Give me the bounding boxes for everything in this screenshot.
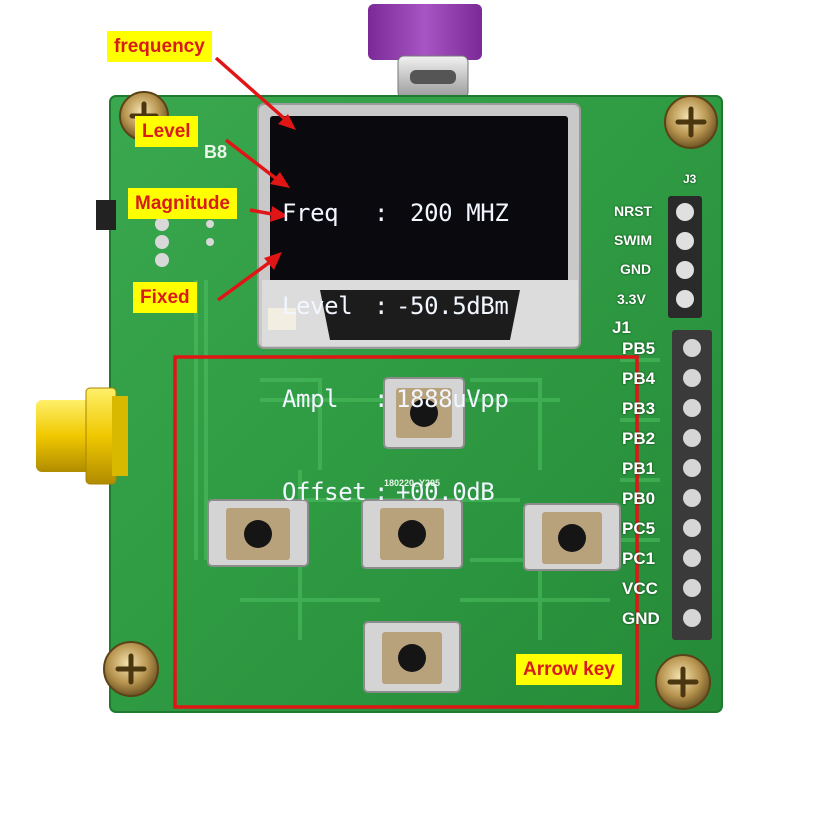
arrow-key-frame [173,355,639,709]
oled-separator: : [374,478,389,506]
oled-separator: : [374,385,389,413]
pin-label-3v3: 3.3V [617,291,646,307]
pin-label-pb0: PB0 [622,489,656,508]
button-center[interactable] [361,499,463,569]
pin-label-pb4: PB4 [622,369,656,388]
sma-connector [36,387,128,485]
j3-label: J3 [683,172,697,186]
arrow-magnitude [249,206,288,222]
pin-label-pb3: PB3 [622,399,656,418]
pin-label-pb5: PB5 [622,339,656,358]
oled-display-text: Freq: 200 MHZ Level:-50.5dBm Ampl:1888uV… [282,136,558,506]
oled-separator: : [374,199,389,227]
button-right[interactable] [523,503,621,571]
oled-label: Level [282,292,353,320]
oled-line-ampl: Ampl:1888uVpp [282,384,558,415]
silk-label-center: 180220_Y205 [384,478,441,488]
screw-bottom-left [103,641,159,697]
pin-label-swim: SWIM [614,232,653,248]
j1-label: J1 [612,318,631,337]
pin-label-pc1: PC1 [622,549,656,568]
button-down[interactable] [363,621,461,693]
pin-label-nrst: NRST [614,203,653,219]
oled-line-offset: Offset:+00.0dB [282,477,558,508]
pin-label-gnd-j3: GND [620,261,652,277]
arrow-level [224,138,290,188]
oled-label: Ampl [282,385,339,413]
pin-label-gnd-j1: GND [622,609,660,628]
callout-arrow-key: Arrow key [516,654,622,685]
oled-label: Offset [282,478,367,506]
pin-label-pb2: PB2 [622,429,656,448]
callout-fixed: Fixed [133,282,197,313]
button-left[interactable] [207,499,309,567]
oled-separator: : [374,292,389,320]
callout-level: Level [135,116,198,147]
button-up[interactable] [383,377,465,449]
callout-frequency: frequency [107,31,212,62]
pin-label-vcc: VCC [622,579,658,598]
j3-header [668,196,702,318]
silk-label-b8: B8 [204,142,228,162]
pin-label-pc5: PC5 [622,519,656,538]
oled-module [257,103,581,349]
pin-label-pb1: PB1 [622,459,656,478]
oled-value: 1888uVpp [396,385,509,413]
callout-arrows [214,56,296,302]
callout-magnitude: Magnitude [128,188,237,219]
oled-line-freq: Freq: 200 MHZ [282,198,558,229]
oled-label: Freq [282,199,339,227]
oled-value: 200 MHZ [396,199,509,227]
j1-header [672,330,712,640]
arrow-frequency [214,56,296,130]
screw-top-right [664,95,718,149]
arrow-fixed [216,252,282,302]
side-connector [96,200,116,230]
oled-value: +00.0dB [396,478,495,506]
pad-column [155,217,214,267]
oled-line-level: Level:-50.5dBm [282,291,558,322]
usb-plug [368,4,482,99]
oled-value: -50.5dBm [396,292,509,320]
screw-bottom-right [655,654,711,710]
